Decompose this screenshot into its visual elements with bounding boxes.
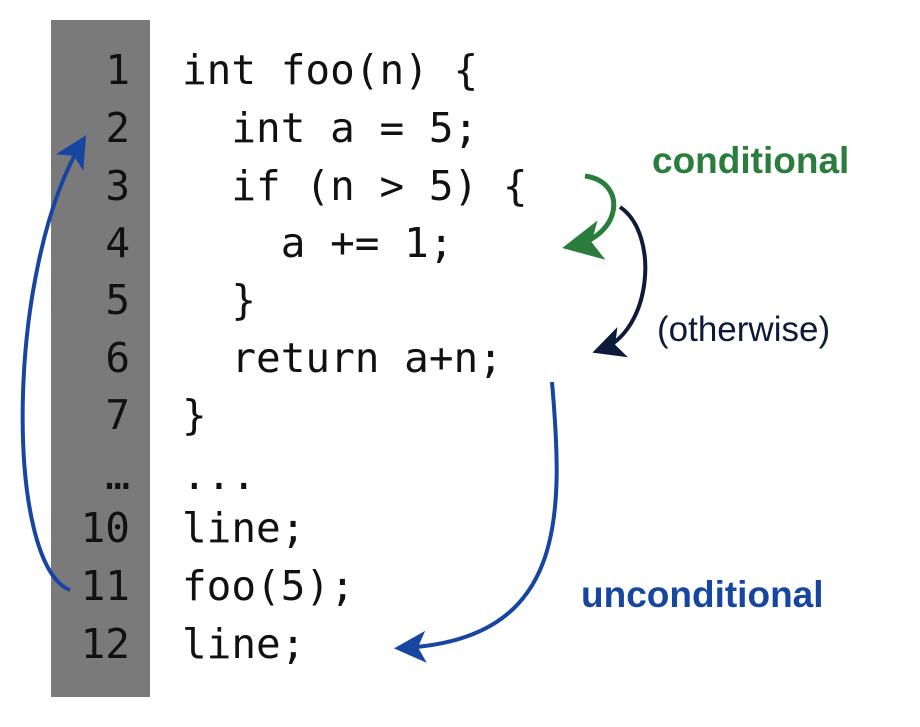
line-number: 5: [105, 276, 130, 324]
line-number: 10: [80, 504, 130, 552]
line-number: 11: [80, 562, 130, 610]
code-line: foo(5);: [182, 562, 355, 610]
line-number: 2: [105, 104, 130, 152]
code-line: if (n > 5) {: [182, 162, 528, 210]
code-line: line;: [182, 620, 306, 668]
call-arrow: [20, 135, 87, 592]
line-number: …: [105, 451, 130, 499]
line-number: 6: [105, 334, 130, 382]
line-number: 4: [105, 219, 130, 267]
unconditional-return-arrow: [394, 381, 559, 663]
otherwise-label: (otherwise): [657, 310, 831, 349]
code-line: int a = 5;: [182, 104, 479, 152]
code-line: ...: [182, 451, 257, 499]
line-number: 3: [105, 162, 130, 210]
code-line: line;: [182, 504, 306, 552]
code-line: }: [182, 276, 257, 324]
conditional-label: conditional: [652, 140, 850, 181]
line-number: 1: [105, 46, 130, 94]
code-line: return a+n;: [182, 334, 503, 382]
unconditional-label: unconditional: [581, 574, 824, 615]
code-line: int foo(n) {: [182, 46, 479, 94]
otherwise-arrow: [592, 205, 648, 358]
line-number-gutter: [51, 20, 150, 697]
line-number: 7: [105, 391, 130, 439]
code-line: a += 1;: [182, 219, 454, 267]
code-line: }: [182, 391, 207, 439]
line-number: 12: [80, 620, 130, 668]
conditional-arrow: [562, 173, 617, 260]
